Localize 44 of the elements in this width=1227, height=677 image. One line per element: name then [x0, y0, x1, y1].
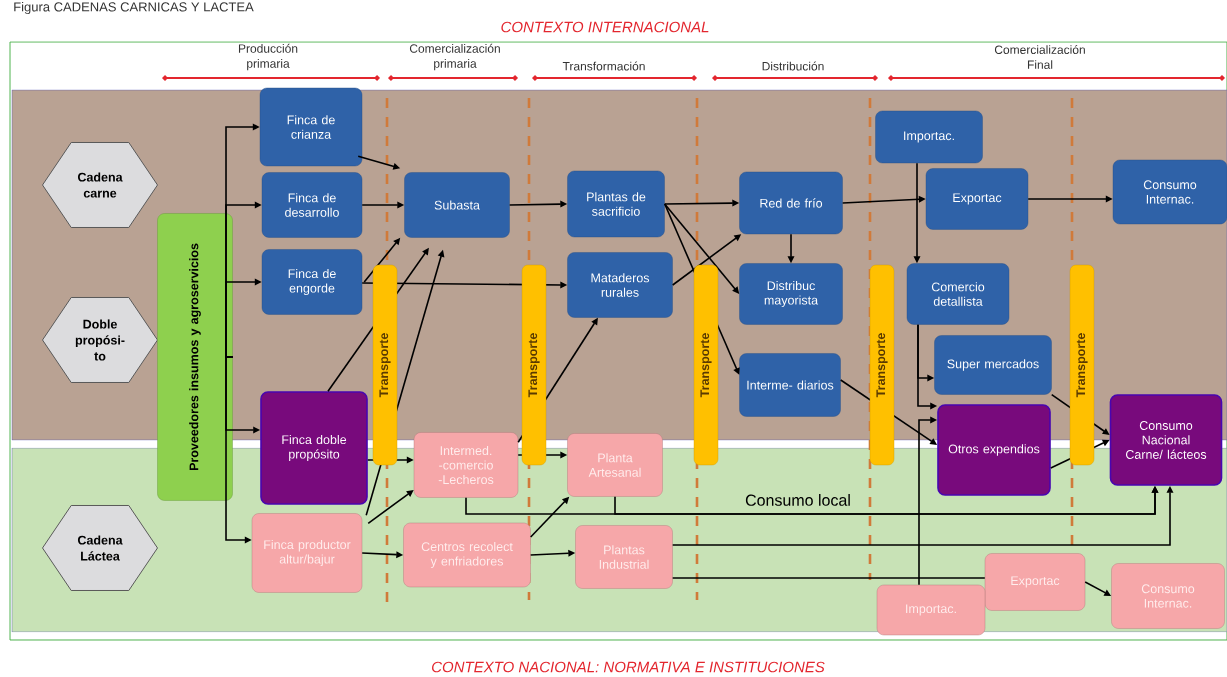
- arrow: [367, 490, 414, 525]
- figure-title: Figura CADENAS CARNICAS Y LACTEA: [14, 1, 254, 15]
- transport-bar: Transporte: [372, 264, 398, 466]
- stage-label: Producción primaria: [239, 43, 298, 71]
- transport-bar: Transporte: [1069, 264, 1095, 466]
- process-box: Plantas de sacrificio: [567, 170, 665, 238]
- process-box: Centros recolect y enfriadores: [403, 522, 531, 588]
- process-box: Interme- diarios: [739, 353, 841, 417]
- stage-label: Comercialización primaria: [409, 43, 500, 71]
- process-box: Exportac: [925, 168, 1029, 230]
- context-heading: CONTEXTO NACIONAL: NORMATIVA E INSTITUCIONES: [432, 661, 825, 673]
- process-box: Subasta: [404, 172, 510, 238]
- process-box: Importac.: [876, 584, 986, 636]
- process-box: Exportac: [984, 553, 1086, 611]
- process-box: Super mercados: [934, 335, 1052, 395]
- context-heading: CONTEXTO INTERNACIONAL: [501, 21, 709, 33]
- stage-label: Comercialización Final: [994, 45, 1085, 69]
- process-box: Consumo Internac.: [1111, 563, 1225, 629]
- process-box: Finca de desarrollo: [261, 172, 363, 238]
- transport-bar: Transporte: [521, 264, 547, 466]
- chain-hexagon: Doble propósi- to: [42, 297, 158, 383]
- chain-hexagon: Cadena Láctea: [42, 505, 158, 591]
- process-box: Consumo Internac.: [1112, 159, 1227, 225]
- process-box: Finca doble propósito: [260, 391, 368, 505]
- process-box: Consumo Nacional Carne/ lácteos: [1109, 394, 1223, 486]
- stage-label: Distribución: [762, 61, 824, 71]
- process-box: Importac.: [875, 110, 983, 164]
- process-box: Planta Artesanal: [567, 433, 663, 497]
- process-box: Plantas Industrial: [575, 525, 673, 589]
- process-box: Distribuc mayorista: [739, 263, 843, 325]
- process-box: Intermed. -comercio -Lecheros: [413, 432, 519, 498]
- process-box: Comercio detallista: [906, 263, 1010, 325]
- supplier-bar: Proveedores insumos y agroservicios: [157, 213, 233, 501]
- process-box: Finca de engorde: [261, 249, 363, 315]
- stage-label: Transformación: [562, 61, 645, 71]
- chain-hexagon: Cadena carne: [42, 142, 158, 228]
- process-box: Finca de crianza: [259, 87, 363, 167]
- process-box: Red de frío: [739, 171, 843, 235]
- process-box: Otros expendios: [937, 404, 1051, 496]
- process-box: Finca productor altur/bajur: [251, 513, 363, 593]
- transport-bar: Transporte: [869, 264, 895, 466]
- region-label: Consumo local: [745, 494, 850, 506]
- transport-bar: Transporte: [693, 264, 719, 466]
- process-box: Mataderos rurales: [567, 252, 673, 318]
